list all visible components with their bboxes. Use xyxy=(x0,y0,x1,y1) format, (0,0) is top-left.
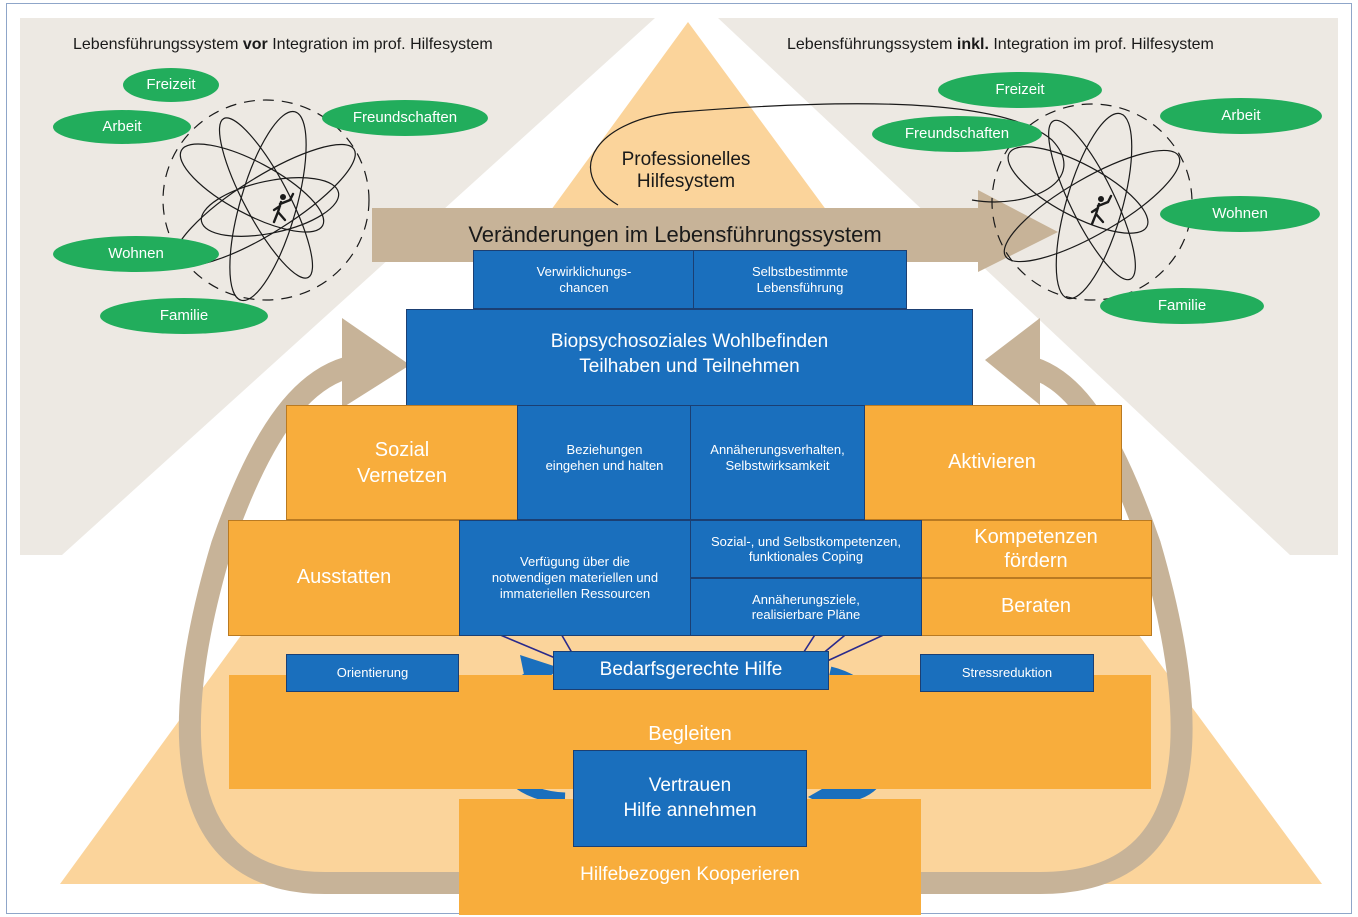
left-orbit-dashed-circle xyxy=(162,99,370,301)
right-orbit-1 xyxy=(1003,149,1181,263)
left-return-arrow-head xyxy=(342,318,410,408)
left-orbit-4 xyxy=(179,143,325,233)
box-wellbeing: Biopsychosoziales Wohlbefinden Teilhaben… xyxy=(406,309,973,406)
box-annaeherungsverhalten: Annäherungsverhalten, Selbstwirksamkeit xyxy=(690,405,865,520)
right-domain-wohnen: Wohnen xyxy=(1160,196,1320,232)
box-sozial-vernetzen: Sozial Vernetzen xyxy=(286,405,518,520)
left-domain-arbeit: Arbeit xyxy=(53,110,191,144)
box-selbstbestimmte-lebensfuehrung: Selbstbestimmte Lebensführung xyxy=(693,250,907,309)
change-arrow-label: Veränderungen im Lebensführungssystem xyxy=(468,222,882,248)
left-person-icon xyxy=(272,192,295,224)
right-orbit-2 xyxy=(1048,119,1136,281)
box-aktivieren: Aktivieren xyxy=(862,405,1122,520)
right-panel-title: Lebensführungssystem inkl. Integration i… xyxy=(787,36,1214,53)
right-person-icon xyxy=(1090,194,1113,226)
left-panel-title: Lebensführungssystem vor Integration im … xyxy=(73,36,493,53)
box-stressreduktion: Stressreduktion xyxy=(920,654,1094,692)
right-domain-arbeit: Arbeit xyxy=(1160,98,1322,134)
right-orbit-3 xyxy=(1055,112,1133,300)
left-domain-wohnen: Wohnen xyxy=(53,236,219,272)
box-beraten: Beraten xyxy=(920,578,1152,636)
box-annaeherungsziele: Annäherungsziele, realisierbare Pläne xyxy=(690,578,922,636)
right-return-arrow xyxy=(912,354,1193,894)
professional-system-loop xyxy=(589,103,1065,206)
box-kompetenzen-foerdern: Kompetenzen fördern xyxy=(920,520,1152,578)
right-orbit-4 xyxy=(1007,146,1149,234)
professional-system-label: Professionelles Hilfesystem xyxy=(621,148,751,192)
box-ausstatten: Ausstatten xyxy=(228,520,460,636)
left-domain-familie: Familie xyxy=(100,298,268,334)
left-domain-freundschaften: Freundschaften xyxy=(322,100,488,136)
left-orbit-2 xyxy=(218,117,314,279)
box-vertrauen: Vertrauen Hilfe annehmen xyxy=(573,750,807,847)
left-orbit-5 xyxy=(200,177,340,237)
box-sozialkompetenzen: Sozial-, und Selbstkompetenzen, funktion… xyxy=(690,520,922,578)
right-lifesystem-panel xyxy=(718,18,1338,555)
right-domain-familie: Familie xyxy=(1100,288,1264,324)
left-domain-freizeit: Freizeit xyxy=(123,68,219,102)
right-domain-freizeit: Freizeit xyxy=(938,72,1102,108)
right-return-arrow-head xyxy=(985,318,1040,405)
left-orbit-3 xyxy=(229,110,307,302)
box-orientierung: Orientierung xyxy=(286,654,459,692)
left-return-arrow xyxy=(178,354,470,894)
right-domain-freundschaften: Freundschaften xyxy=(872,116,1042,152)
box-verwirklichungschancen: Verwirklichungs- chancen xyxy=(473,250,695,309)
box-beziehungen: Beziehungen eingehen und halten xyxy=(517,405,692,520)
box-hilfebezogen-kooperieren: Hilfebezogen Kooperieren xyxy=(459,799,921,915)
box-ressourcen: Verfügung über die notwendigen materiell… xyxy=(459,520,691,636)
left-lifesystem-panel xyxy=(20,18,655,555)
box-bedarfsgerechte-hilfe: Bedarfsgerechte Hilfe xyxy=(553,651,829,690)
